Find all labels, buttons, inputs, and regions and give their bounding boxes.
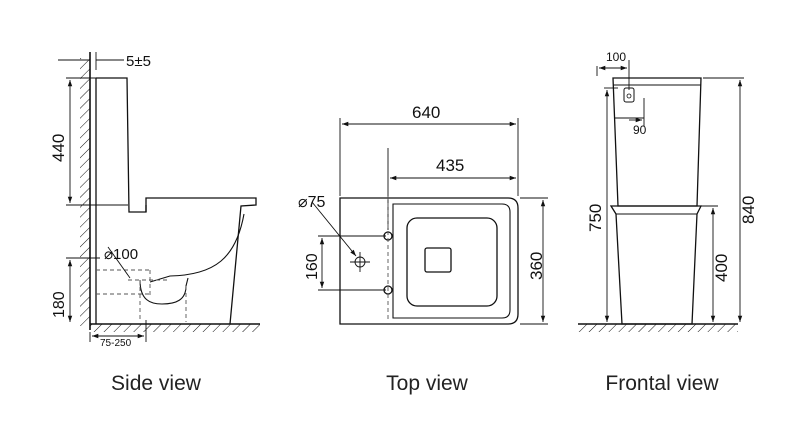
- top-bowl-opening: [407, 218, 497, 306]
- top-dim-hole-spacing: 160: [304, 253, 321, 280]
- top-dim-length: 640: [412, 103, 440, 122]
- front-bowl: [611, 206, 701, 324]
- front-view-dimensions: [597, 60, 744, 322]
- side-view-drawing: [80, 52, 260, 332]
- wall-hatch: [80, 58, 90, 326]
- top-view-caption: Top view: [386, 372, 468, 395]
- side-bowl-inner: [150, 214, 244, 282]
- top-center-cross: [350, 252, 370, 272]
- side-view-dimensions: [58, 52, 146, 342]
- front-dim-tank-top: 750: [586, 204, 605, 232]
- front-floor-hatch: [578, 324, 738, 332]
- side-trap: [140, 278, 188, 304]
- side-dashed-pipes: [96, 270, 186, 322]
- front-view-drawing: [578, 78, 738, 332]
- side-floor-hatch: [90, 324, 260, 332]
- side-dim-offset: 5±5: [126, 53, 151, 70]
- top-view-drawing: [340, 198, 518, 324]
- top-dim-hole-diameter: ⌀75: [298, 194, 326, 211]
- side-dim-wall-range: 75-250: [100, 338, 132, 349]
- side-outlet-leader: [108, 247, 130, 278]
- side-tank-outline: [96, 78, 256, 324]
- side-dim-outlet-height: 180: [51, 291, 68, 318]
- frontal-view-caption: Frontal view: [605, 372, 719, 395]
- top-button: [425, 248, 451, 272]
- front-dim-button-width: 90: [633, 123, 647, 137]
- top-outline: [340, 198, 518, 324]
- front-flush-button: [624, 88, 634, 102]
- side-dim-outlet-diameter: ⌀100: [104, 246, 138, 263]
- front-dim-total-height: 840: [739, 196, 758, 224]
- top-dim-width: 360: [527, 252, 546, 280]
- side-view-caption: Side view: [111, 372, 201, 395]
- side-dim-tank-height: 440: [49, 134, 68, 162]
- top-view-dimensions: [312, 118, 548, 324]
- front-tank: [613, 78, 701, 206]
- top-dim-seat-length: 435: [436, 156, 464, 175]
- front-dim-button-offset: 100: [606, 50, 626, 64]
- front-dim-bowl-height: 400: [712, 254, 731, 282]
- top-seat: [393, 204, 510, 318]
